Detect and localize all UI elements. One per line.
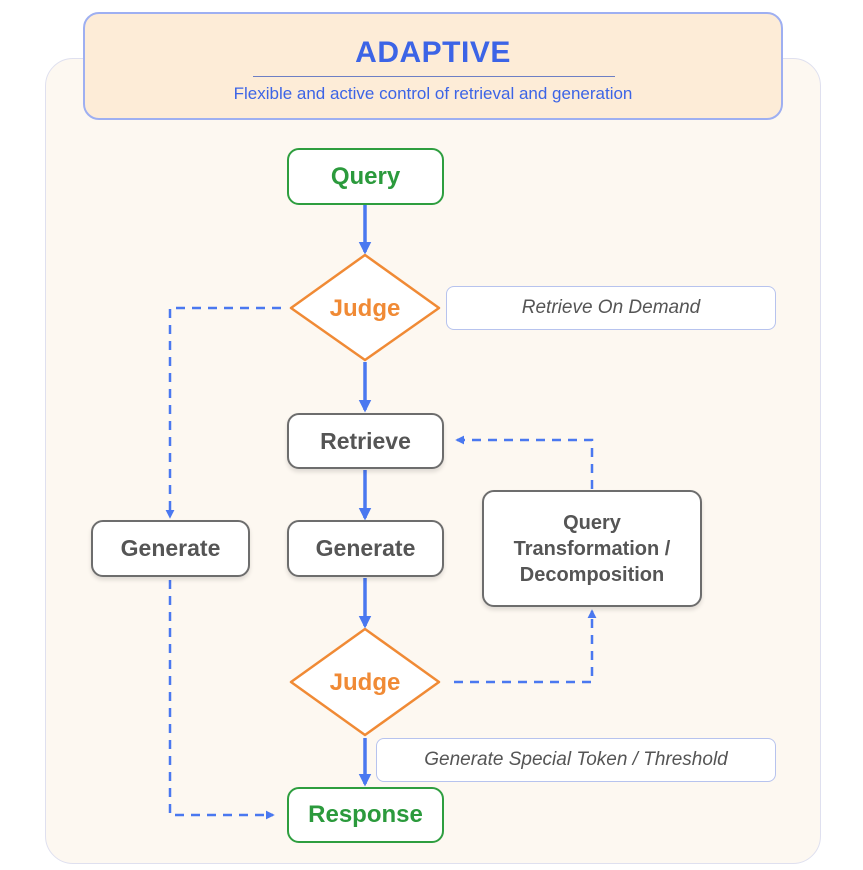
diagram-title: ADAPTIVE <box>355 36 511 69</box>
diagram-subtitle: Flexible and active control of retrieval… <box>233 84 633 103</box>
dashed-left-generate-to-response <box>168 580 275 820</box>
retrieve-on-demand-note: Retrieve On Demand <box>446 286 776 330</box>
dashed-judge-to-left-generate <box>165 306 281 519</box>
judge-bottom-label: Judge <box>329 669 401 696</box>
generate-left-node: Generate <box>91 520 250 577</box>
query-transformation-line-3: Decomposition <box>519 563 665 586</box>
judge-bottom-diamond <box>289 627 441 737</box>
special-token-note: Generate Special Token / Threshold <box>376 738 776 782</box>
dashed-query-transformation-to-retrieve <box>455 435 594 489</box>
header-divider <box>253 76 615 77</box>
query-transformation-node: Query Transformation / Decomposition <box>482 490 702 607</box>
header-banner: ADAPTIVE Flexible and active control of … <box>83 12 783 120</box>
retrieve-node: Retrieve <box>287 413 444 469</box>
judge-top-diamond <box>289 253 441 362</box>
judge-top-label: Judge <box>329 295 401 322</box>
query-transformation-line-2: Transformation / <box>513 537 671 560</box>
dashed-judge-to-query-transformation <box>454 609 597 684</box>
query-transformation-line-1: Query <box>563 511 621 534</box>
query-node: Query <box>287 148 444 205</box>
response-node: Response <box>287 787 444 843</box>
generate-center-node: Generate <box>287 520 444 577</box>
